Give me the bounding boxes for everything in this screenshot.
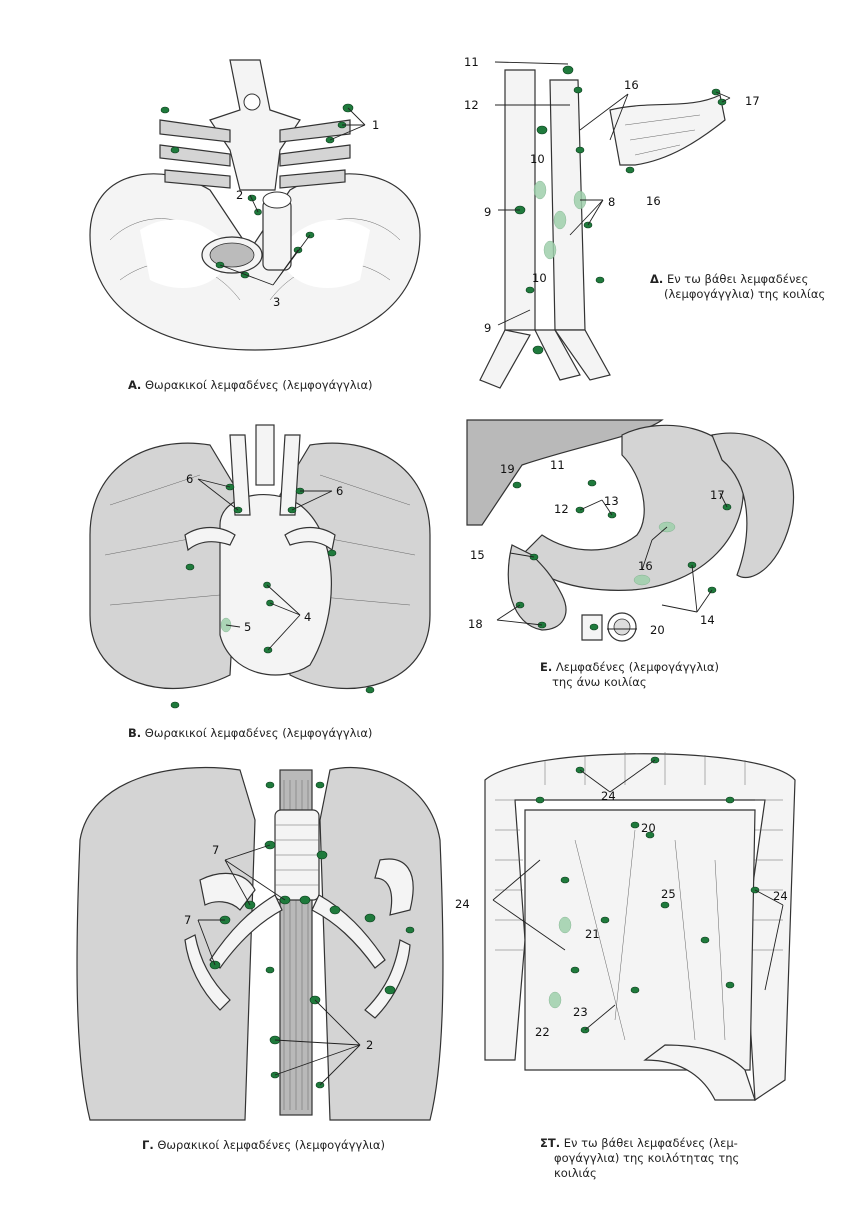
panel-a: 1 2 3 bbox=[80, 50, 440, 370]
caption-g: Γ. Θωρακικοί λεμφαδένες (λεμφογάγγλια) bbox=[142, 1138, 385, 1153]
label-e-14: 14 bbox=[700, 613, 715, 627]
label-d-9-bottom: 9 bbox=[484, 321, 492, 335]
caption-e: Ε. Λεμφαδένες (λεμφογάγγλια) της άνω κοι… bbox=[540, 660, 719, 690]
caption-a-letter: Α. bbox=[128, 378, 142, 392]
caption-st: ΣΤ. Εν τω βάθει λεμφαδένες (λεμ- φογάγγλ… bbox=[540, 1136, 739, 1181]
label-e-15: 15 bbox=[470, 548, 485, 562]
caption-g-letter: Γ. bbox=[142, 1138, 154, 1152]
caption-d-line1: Εν τω βάθει λεμφαδένες bbox=[666, 272, 809, 286]
label-d-11: 11 bbox=[464, 55, 479, 69]
panel-g-illustration bbox=[76, 766, 444, 1121]
caption-d: Δ. Εν τω βάθει λεμφαδένες (λεμφογάγγλια)… bbox=[650, 272, 825, 302]
panel-e: 19 11 13 17 12 15 16 18 14 20 bbox=[462, 415, 822, 660]
label-st-24-right: 24 bbox=[773, 889, 788, 903]
caption-e-line1: Λεμφαδένες (λεμφογάγγλια) bbox=[555, 660, 719, 674]
label-d-9-top: 9 bbox=[484, 205, 492, 219]
label-e-16: 16 bbox=[638, 559, 653, 573]
label-e-12: 12 bbox=[554, 502, 569, 516]
label-a-2: 2 bbox=[236, 188, 244, 202]
caption-a: Α. Θωρακικοί λεμφαδένες (λεμφογάγγλια) bbox=[128, 378, 373, 393]
label-d-8: 8 bbox=[608, 195, 616, 209]
panel-a-illustration bbox=[89, 59, 421, 351]
caption-g-text: Θωρακικοί λεμφαδένες (λεμφογάγγλια) bbox=[157, 1138, 385, 1152]
caption-b-text: Θωρακικοί λεμφαδένες (λεμφογάγγλια) bbox=[144, 726, 373, 740]
label-g-7-top: 7 bbox=[212, 843, 220, 857]
caption-st-letter: ΣΤ. bbox=[540, 1136, 561, 1150]
label-st-25: 25 bbox=[661, 887, 676, 901]
label-d-10-top: 10 bbox=[530, 152, 545, 166]
label-e-18: 18 bbox=[468, 617, 483, 631]
label-d-16-top: 16 bbox=[624, 78, 639, 92]
label-e-20: 20 bbox=[650, 623, 665, 637]
panel-b-illustration bbox=[89, 424, 431, 709]
label-a-3: 3 bbox=[273, 295, 281, 309]
label-b-4: 4 bbox=[304, 610, 312, 624]
caption-st-line3: κοιλιάς bbox=[554, 1166, 597, 1180]
label-a-1: 1 bbox=[372, 118, 380, 132]
caption-d-line2: (λεμφογάγγλια) της κοιλίας bbox=[664, 287, 826, 301]
caption-b: Β. Θωρακικοί λεμφαδένες (λεμφογάγγλια) bbox=[128, 726, 372, 741]
label-st-20: 20 bbox=[641, 821, 656, 835]
label-g-7-bottom: 7 bbox=[184, 913, 192, 927]
label-d-16-bottom: 16 bbox=[646, 194, 661, 208]
label-e-17: 17 bbox=[710, 488, 725, 502]
label-e-11: 11 bbox=[550, 458, 565, 472]
label-st-24-top: 24 bbox=[601, 789, 616, 803]
label-d-10-bottom: 10 bbox=[532, 271, 547, 285]
label-d-12: 12 bbox=[464, 98, 479, 112]
panel-g: 7 7 2 bbox=[70, 760, 450, 1125]
caption-d-letter: Δ. bbox=[650, 272, 664, 286]
label-g-2: 2 bbox=[366, 1038, 374, 1052]
caption-e-line2: της άνω κοιλίας bbox=[552, 675, 647, 689]
label-b-6-left: 6 bbox=[186, 472, 194, 486]
panel-st-illustration bbox=[484, 752, 796, 1102]
label-st-24-left: 24 bbox=[455, 897, 470, 911]
caption-st-line2: φογάγγλια) της κοιλότητας της bbox=[554, 1151, 740, 1165]
caption-e-letter: Ε. bbox=[540, 660, 553, 674]
panel-b: 6 6 4 5 bbox=[70, 415, 450, 715]
panel-e-illustration bbox=[466, 419, 795, 642]
label-e-13: 13 bbox=[604, 494, 619, 508]
label-b-5: 5 bbox=[244, 620, 252, 634]
caption-st-line1: Εν τω βάθει λεμφαδένες (λεμ- bbox=[563, 1136, 738, 1150]
label-st-22: 22 bbox=[535, 1025, 550, 1039]
label-st-23: 23 bbox=[573, 1005, 588, 1019]
panel-d: 11 12 16 17 10 8 9 16 10 9 bbox=[460, 50, 820, 400]
label-b-6-right: 6 bbox=[336, 484, 344, 498]
panel-d-illustration bbox=[479, 61, 731, 389]
label-d-17: 17 bbox=[745, 94, 760, 108]
label-e-19: 19 bbox=[500, 462, 515, 476]
label-st-21: 21 bbox=[585, 927, 600, 941]
caption-b-letter: Β. bbox=[128, 726, 142, 740]
panel-st: 24 20 25 24 24 21 23 22 bbox=[455, 740, 815, 1110]
caption-a-text: Θωρακικοί λεμφαδένες (λεμφογάγγλια) bbox=[144, 378, 373, 392]
